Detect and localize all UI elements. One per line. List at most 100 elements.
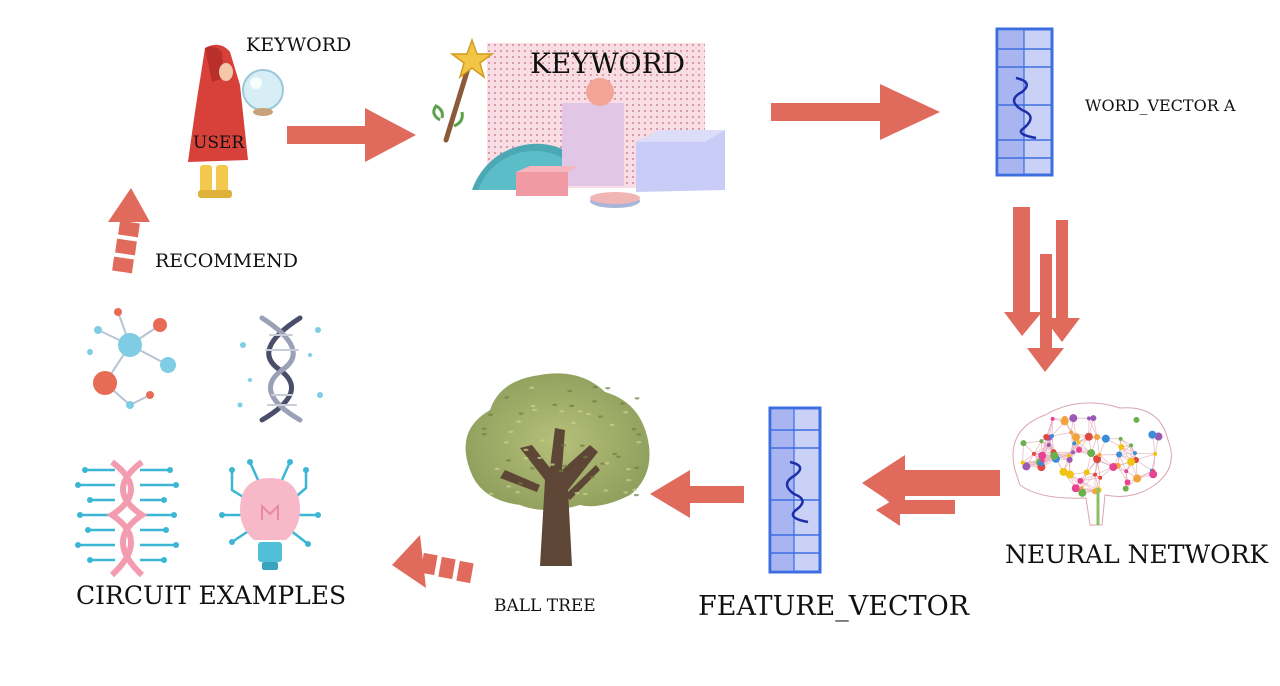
brain-link	[1068, 443, 1075, 457]
neural-network-label: NEURAL NETWORK	[1005, 540, 1269, 569]
arrow-recommend-up	[108, 188, 150, 274]
tree-speck	[603, 489, 609, 492]
brain-link	[1088, 418, 1098, 438]
tree-speck	[582, 492, 588, 496]
tree-speck	[631, 427, 637, 431]
brain-node	[1071, 433, 1080, 442]
brain-node	[1148, 430, 1157, 439]
tree-speck	[632, 488, 638, 492]
brain-node	[1031, 451, 1036, 456]
arrow-neural-to-feature	[862, 455, 1000, 526]
brain-node	[1061, 415, 1068, 422]
tree-speck	[623, 491, 629, 494]
tree-speck	[517, 482, 523, 485]
brain-node	[1124, 469, 1129, 474]
tree-speck	[539, 439, 545, 442]
brain-node	[1020, 440, 1027, 447]
tree-speck	[586, 412, 592, 416]
brain-node	[1050, 451, 1059, 460]
brain-link	[1120, 438, 1136, 454]
brain-node	[1072, 441, 1077, 446]
brain-link	[1051, 418, 1053, 436]
tree-speck	[634, 397, 640, 400]
brain-link	[1135, 453, 1156, 461]
brain-node	[1154, 432, 1163, 441]
tree-speck	[523, 457, 529, 460]
brain-node	[1116, 451, 1123, 458]
tree-speck	[636, 440, 642, 444]
tree-speck	[487, 413, 493, 416]
tree-speck	[537, 456, 543, 460]
brain-node	[1118, 443, 1125, 450]
tree-speck	[604, 462, 610, 465]
tree-speck	[559, 410, 565, 413]
keyword-label-user: KEYWORD	[246, 34, 352, 56]
brain-node	[1083, 469, 1090, 476]
tree-speck	[591, 400, 597, 403]
brain-node	[1078, 488, 1087, 497]
tree-speck	[561, 444, 567, 447]
brain-node	[1050, 433, 1055, 438]
user-label: USER	[193, 133, 245, 153]
brain-node	[1090, 415, 1097, 422]
brain-node	[1133, 474, 1142, 483]
brain-link	[1022, 443, 1024, 463]
tree-speck	[633, 493, 639, 497]
tree-speck	[516, 420, 522, 423]
magic-wand-icon	[432, 37, 495, 143]
tree-speck	[529, 467, 535, 470]
tree-speck	[626, 478, 632, 482]
brain-node	[1065, 470, 1074, 479]
brain-node	[1133, 416, 1140, 423]
tree-speck	[552, 403, 558, 406]
tree-speck	[503, 441, 509, 444]
tree-speck	[569, 404, 575, 408]
tree-speck	[567, 389, 573, 393]
brain-node	[1093, 455, 1102, 464]
arrow-balltree-to-circuit	[392, 535, 474, 588]
tree-speck	[530, 404, 536, 408]
tree-speck	[558, 469, 564, 473]
brain-node	[1059, 467, 1068, 476]
tree-speck	[508, 430, 514, 434]
tree-speck	[494, 467, 500, 471]
brain-node	[1066, 456, 1073, 463]
ball-tree-label: BALL TREE	[494, 596, 596, 616]
brain-node	[1087, 416, 1092, 421]
brain-node	[1084, 432, 1093, 441]
brain-link	[1093, 418, 1098, 438]
tree-speck	[518, 412, 524, 415]
tree-speck	[615, 455, 621, 458]
brain-node	[1066, 453, 1071, 458]
tree-speck	[571, 421, 577, 425]
tree-speck	[636, 433, 642, 436]
brain-link	[1080, 477, 1101, 482]
circuit-bulb-icon	[219, 459, 321, 570]
brain-node	[1093, 472, 1098, 477]
tree-speck	[506, 459, 512, 462]
brain-link	[1052, 432, 1072, 437]
brain-link	[1135, 459, 1153, 471]
dna-helix-icon	[237, 315, 323, 423]
brain-link	[1033, 440, 1042, 455]
tree-speck	[600, 462, 606, 465]
brain-link	[1096, 436, 1100, 456]
feature-vector-label: FEATURE_VECTOR	[698, 591, 970, 622]
brain-node	[1046, 442, 1051, 447]
brain-node	[1101, 434, 1110, 443]
brain-node	[1132, 451, 1137, 456]
brain-link	[1134, 452, 1156, 455]
keyword-label-scene: KEYWORD	[530, 47, 686, 80]
tree-speck	[605, 386, 611, 390]
tree-speck	[574, 492, 580, 495]
arrow-wordvector-to-neural	[1004, 207, 1080, 372]
brain-node	[1077, 477, 1084, 484]
brain-node	[1098, 475, 1103, 480]
brain-node	[1118, 436, 1123, 441]
brain-node	[1038, 451, 1047, 460]
brain-node	[1050, 416, 1055, 421]
word-vector-label: WORD_VECTOR A	[1085, 96, 1236, 115]
brain-link	[1045, 418, 1053, 438]
tree-speck	[625, 467, 631, 471]
word-vector-icon	[995, 27, 1054, 177]
